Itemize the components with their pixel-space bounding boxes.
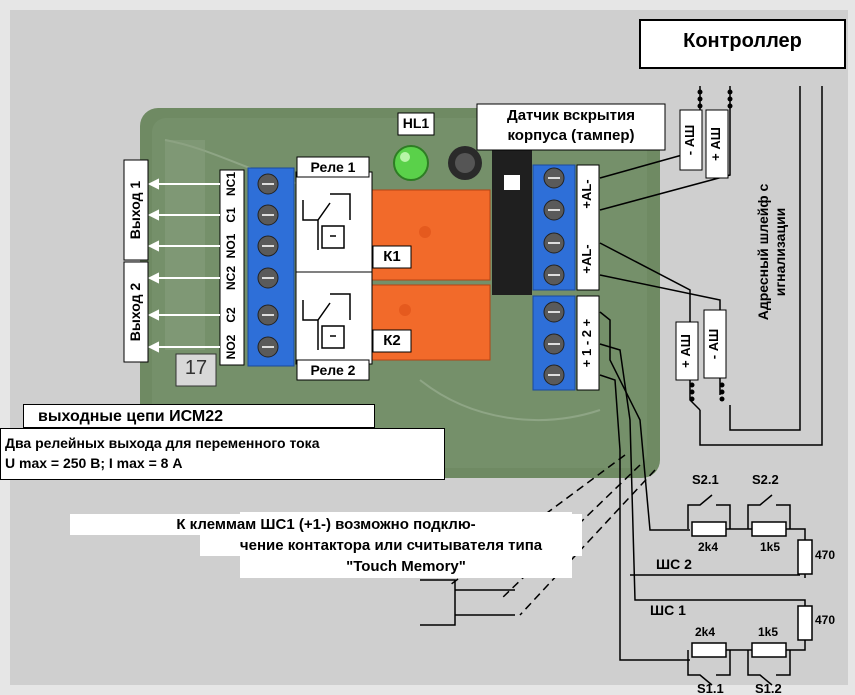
output-circuits-line1: Два релейных выхода для переменного тока [5,435,320,451]
relay2-name: Реле 2 [310,362,356,378]
terminal-label-nc2: NC2 [224,266,238,291]
terminal-label-c1: C1 [224,207,238,223]
relay2-ref: К2 [383,332,401,349]
switch-s2-1: S2.1 [692,472,719,487]
terminal-label-al-top: +AL- [579,179,594,209]
note-line2: чение контактора или считывателя типа [200,535,582,556]
shs1-label: ШС 1 [650,602,686,618]
note-line3: "Touch Memory" [346,558,466,575]
switch-s1-1: S1.1 [697,681,724,695]
loop-caption-line1: Адресный шлейф с [755,183,771,321]
relay1-schematic [295,171,373,273]
relay2-schematic [295,271,373,365]
controller-box [639,19,846,69]
left-terminal-screws [257,173,279,358]
resistor-shs2-2k4: 2k4 [698,540,719,554]
output-circuits-desc: Два релейных выхода для переменного тока… [0,428,445,480]
terminal-label-c2: C2 [224,307,238,323]
board-number: 17 [184,357,208,379]
bus-label-top-left: - АШ [682,124,697,156]
terminal-label-no2: NO2 [224,334,238,360]
tamper-label-line2: корпуса (тампер) [507,127,635,144]
note-box: К клеммам ШС1 (+1-) возможно подклю- чен… [70,512,582,578]
terminal-label-nc1: NC1 [224,172,238,197]
terminal-label-al-bottom: +AL- [579,244,594,274]
loop-caption: Адресный шлейф с игнализации [755,157,795,347]
switch-s1-2: S1.2 [755,681,782,695]
output-circuits-line2: U max = 250 В; I max = 8 А [5,455,183,471]
loop-caption-line2: игнализации [772,207,788,297]
output2-label: Выход 2 [127,282,143,342]
relay1-name: Реле 1 [310,159,356,175]
resistor-shs1-2k4: 2k4 [695,625,716,639]
output-wires [147,178,220,353]
bus-label-bottom-right: - АШ [706,328,721,360]
resistor-shs1-1k5: 1k5 [758,625,779,639]
resistor-shs2-470: 470 [815,548,836,562]
terminal-label-no1: NO1 [224,233,238,259]
shs2-label: ШС 2 [656,556,692,572]
left-terminal-block [247,167,295,367]
switch-s2-2: S2.2 [752,472,779,487]
relay1-ref: К1 [383,248,401,265]
note-line1: К клеммам ШС1 (+1-) возможно подклю- [70,514,582,535]
led-label: HL1 [402,115,430,131]
bus-label-top-right: + АШ [708,127,723,161]
resistor-shs1-470: 470 [815,613,836,627]
output1-label: Выход 1 [127,180,143,240]
output-circuits-title: выходные цепи ИСМ22 [23,404,375,428]
tamper-switch [492,150,532,295]
resistor-shs2-1k5: 1k5 [760,540,781,554]
led-hl1 [393,145,429,181]
terminal-label-shs: + 1 - 2 + [579,318,594,368]
tamper-label-line1: Датчик вскрытия [507,107,635,124]
controller-label: Контроллер [683,30,802,52]
bus-label-bottom-left: + АШ [678,334,693,368]
